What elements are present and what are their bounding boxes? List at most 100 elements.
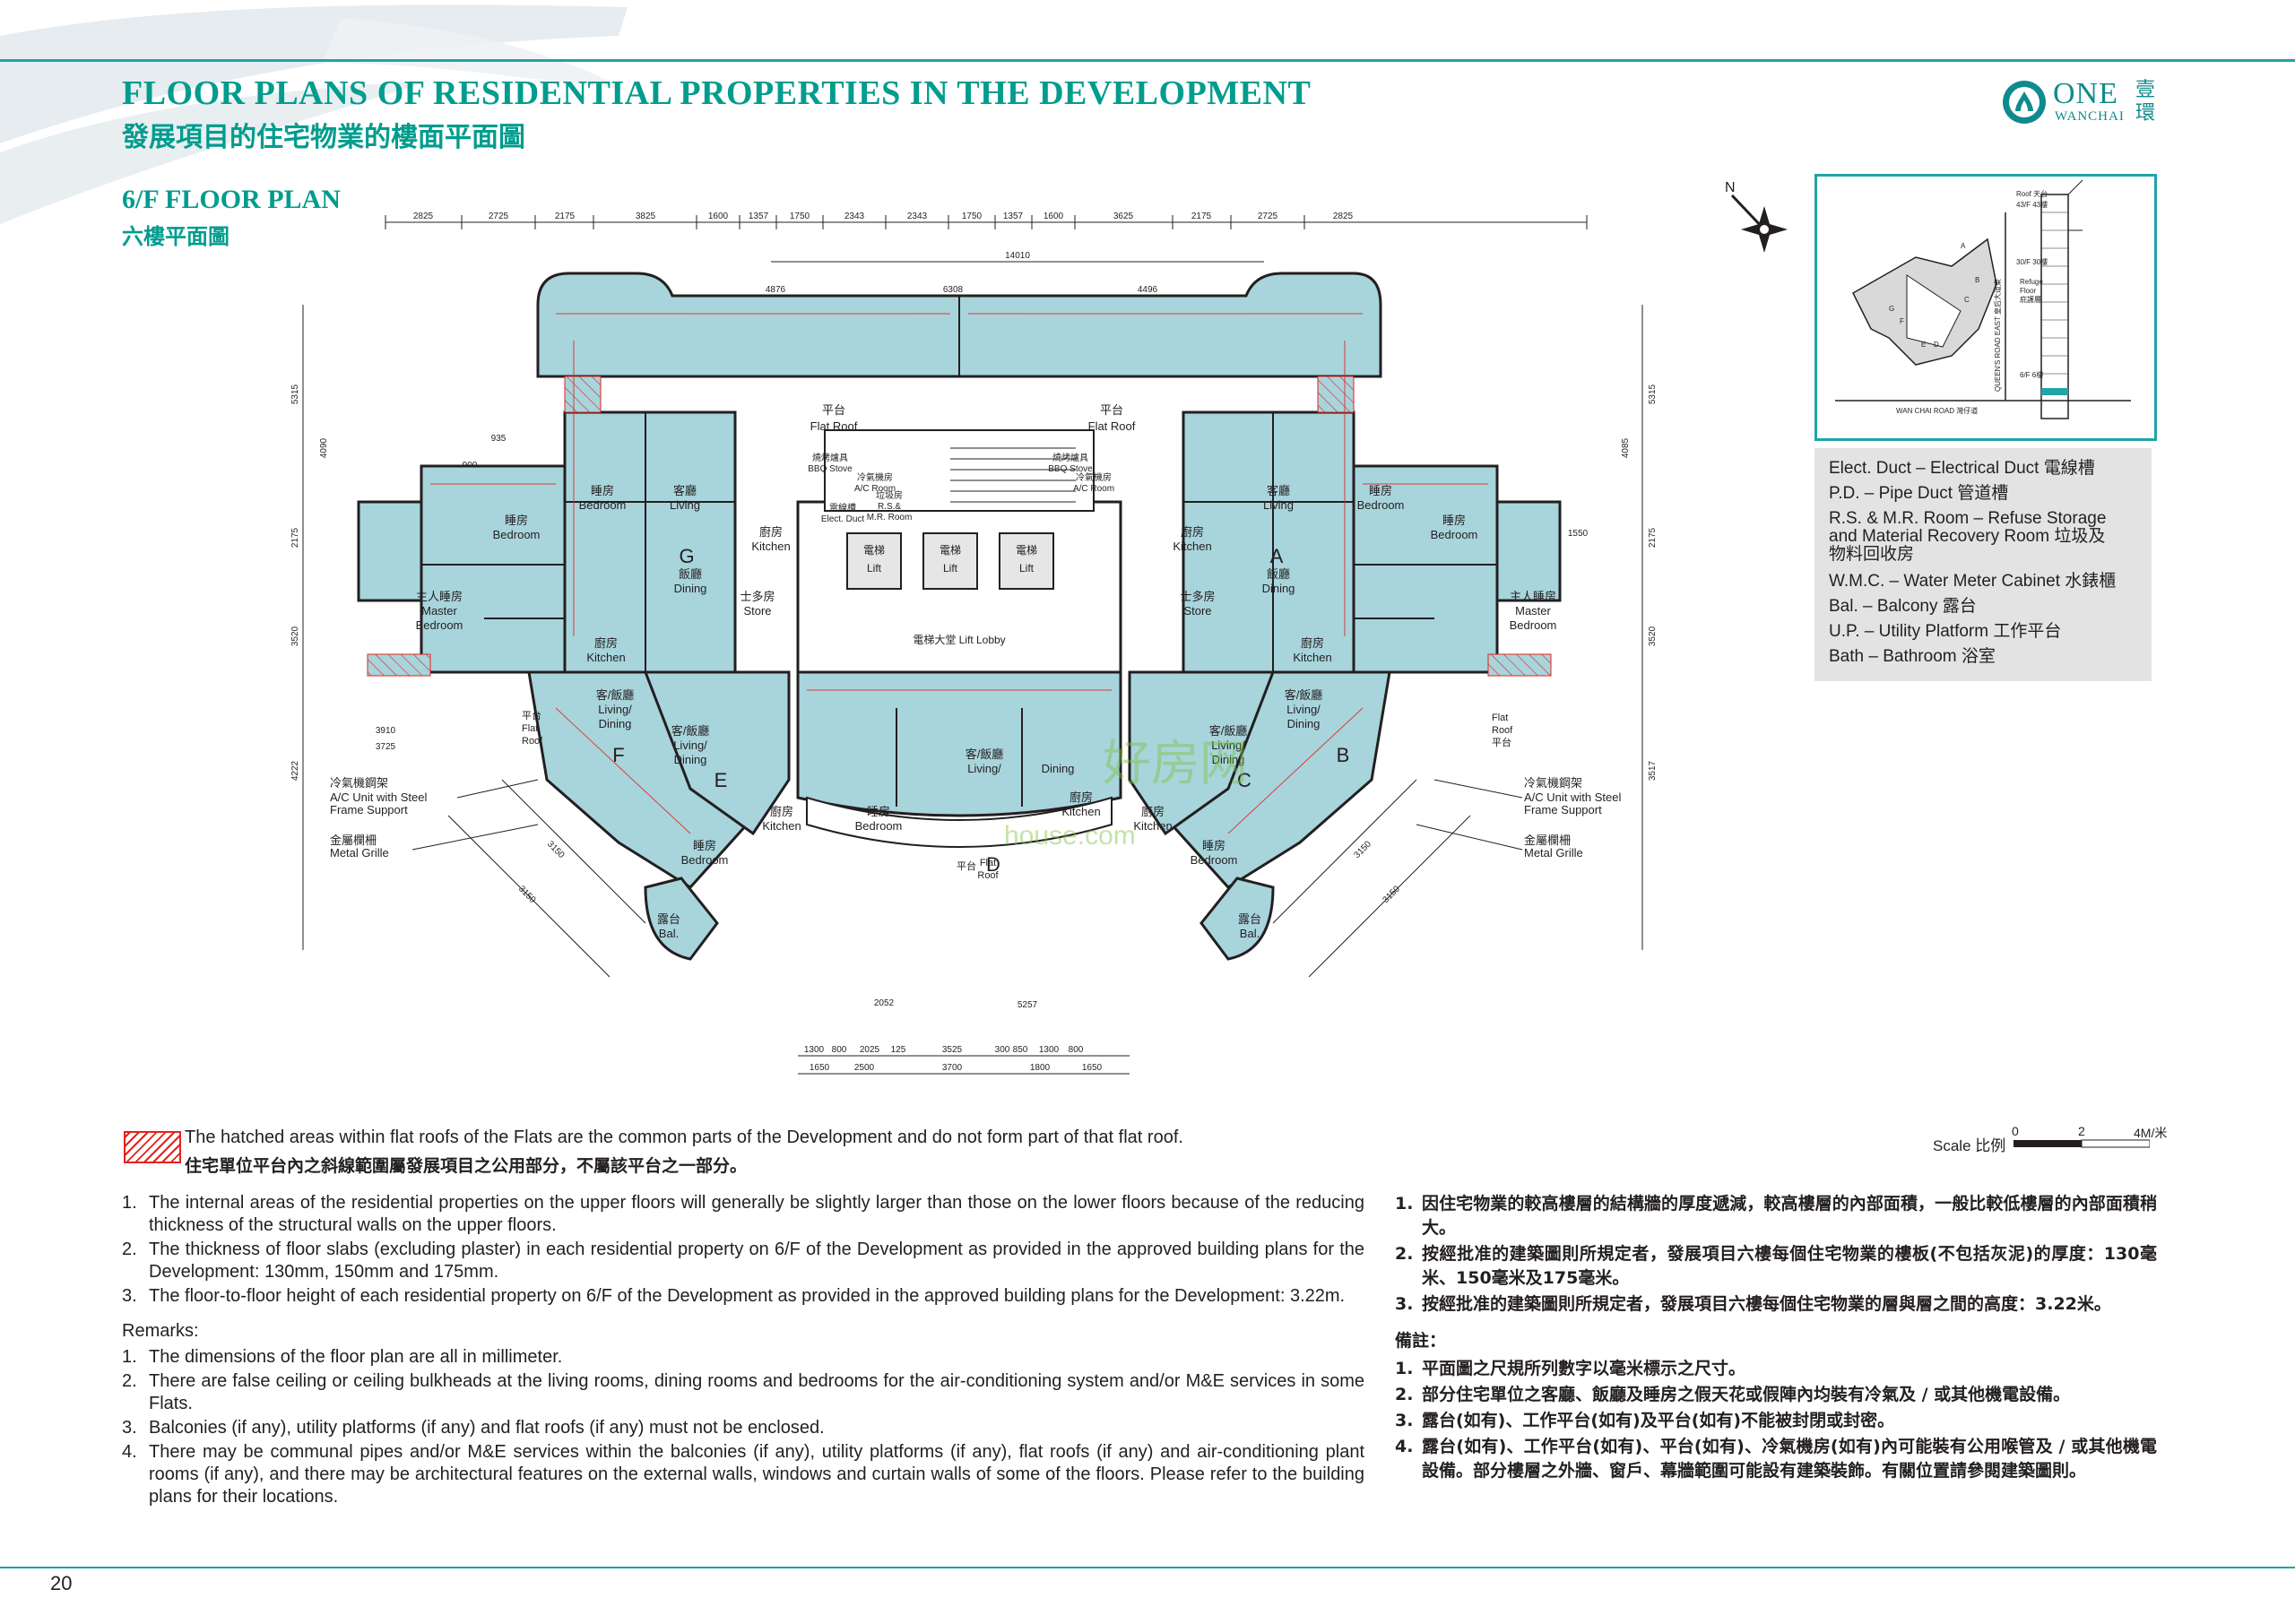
dim-bottom-5: 3525 (942, 1045, 963, 1055)
ac-support-left-en1: A/C Unit with Steel (330, 790, 427, 804)
building-outline (357, 272, 1562, 978)
flat-a-dining-zh: 飯廳 (1267, 567, 1290, 581)
flat-a-living-zh: 客廳 (1267, 484, 1290, 497)
flat-g-living-en: Living (670, 498, 700, 512)
bbq-right-en: BBQ Stove (1048, 464, 1093, 474)
grille-left-zh: 金屬欄柵 (330, 834, 377, 847)
flat-g-bedroom-en: Bedroom (579, 498, 627, 512)
note-en-1: 1.The internal areas of the residential … (122, 1193, 1364, 1235)
flat-c-bedroom-zh: 睡房 (1202, 839, 1225, 852)
scale-tick-4: 4M/米 (2134, 1126, 2168, 1140)
dim-top-12: 1600 (1044, 212, 1064, 221)
north-label: N (1725, 180, 1736, 195)
dim-diag-3: 3150 (1352, 839, 1373, 860)
flat-roof-left-en: Flat Roof (810, 419, 858, 433)
flat-d-kitchen-en: Kitchen (1061, 805, 1100, 818)
dim-bottom-10: 1650 (810, 1063, 830, 1073)
flat-g-dining-zh: 飯廳 (679, 567, 702, 581)
flat-roof-small-right-zh: 平台 (1492, 736, 1511, 748)
ac-room-left-zh: 冷氣機房 (857, 471, 893, 483)
flat-a-kitchen-en: Kitchen (1173, 540, 1211, 553)
bbq-right-zh: 燒烤爐具 (1052, 452, 1088, 463)
watermark-url: house.com (1004, 821, 1136, 851)
dim-second-3: 6308 (943, 285, 964, 295)
flat-c-livdin-en1: Living/ (1211, 739, 1245, 752)
ac-support-right-en1: A/C Unit with Steel (1524, 790, 1621, 804)
scale-tick-2: 2 (2078, 1124, 2085, 1138)
remark-en-2: 2.There are false ceiling or ceiling bul… (122, 1371, 1364, 1413)
flat-roof-small-left-zh: 平台 (522, 709, 541, 721)
dim-top-2: 2725 (489, 212, 509, 221)
note-zh-3: 3.按經批准的建築圖則所規定者，發展項目六樓每個住宅物業的層與層之間的高度：3.… (1395, 1294, 2111, 1314)
flat-e-kitchen-zh: 廚房 (770, 805, 793, 818)
dim-left-small-4: 3725 (376, 742, 396, 752)
key-plan: Roof 天台 43/F 43樓 30/F 30樓 Refuge Floor 庇… (1814, 174, 2157, 441)
dim-left-small-6: 935 (491, 434, 507, 444)
key-plan-drawing: Roof 天台 43/F 43樓 30/F 30樓 Refuge Floor 庇… (1835, 179, 2131, 419)
dim-bottom-1: 1300 (804, 1045, 825, 1055)
flat-a-store-en: Store (1183, 604, 1211, 618)
flat-letter-c: C (1237, 769, 1251, 791)
one-wanchai-logo: ONE WANCHAI 壹環 (1999, 75, 2169, 129)
flat-f-kitchen-zh: 廚房 (594, 636, 618, 650)
lift-lobby-label: 電梯大堂 Lift Lobby (913, 634, 1005, 646)
flat-roof-right-zh: 平台 (1100, 403, 1123, 417)
dim-left-2: 4090 (319, 437, 329, 458)
section-title: 6/F FLOOR PLAN (122, 185, 341, 214)
dim-right-small-2: 1550 (1568, 529, 1589, 539)
flat-b-livdin-en2: Dining (1287, 717, 1321, 730)
flat-g-master-zh: 主人睡房 (416, 590, 463, 603)
dim-second-2: 4876 (766, 285, 786, 295)
watermark-text: 好房网 (1103, 737, 1248, 790)
dim-top-3: 2175 (555, 212, 576, 221)
dim-bottom-mid-2: 5257 (1018, 1000, 1038, 1010)
top-dimension-chain (385, 215, 1588, 229)
header-rule (0, 59, 2295, 62)
ac-support-left-zh: 冷氣機鋼架 (330, 776, 388, 790)
key-road-bottom: WAN CHAI ROAD 灣仔道 (1896, 406, 1978, 415)
flat-letter-d: D (986, 853, 1000, 876)
flat-d-bedroom-en: Bedroom (855, 819, 903, 833)
legend-item-utility-platform: U.P. – Utility Platform 工作平台 (1829, 622, 2062, 641)
dim-right-2: 4085 (1621, 437, 1631, 458)
dim-overall: 14010 (1005, 251, 1030, 261)
flat-b-livdin-en1: Living/ (1286, 703, 1321, 716)
flat-letter-g: G (679, 545, 694, 567)
note-zh-2: 2.按經批准的建築圖則所規定者，發展項目六樓每個住宅物業的樓板(不包括灰泥)的厚… (1395, 1244, 2157, 1288)
flat-roof-small-left-en1: Flat (522, 723, 538, 734)
key-letter-g: G (1889, 305, 1894, 313)
bbq-left-en: BBQ Stove (808, 464, 853, 474)
flat-a-master-zh: 主人睡房 (1510, 590, 1556, 603)
flat-c-livdin-en2: Dining (1212, 753, 1245, 766)
scale-label: Scale 比例 (1933, 1137, 2006, 1154)
flat-c-kitchen-en: Kitchen (1133, 819, 1172, 833)
dim-bottom-13: 1800 (1030, 1063, 1051, 1073)
elect-duct-en: Elect. Duct (821, 514, 865, 524)
key-letter-d: D (1934, 341, 1939, 349)
legend-item-refuse-1: R.S. & M.R. Room – Refuse Storage (1829, 509, 2107, 528)
abbreviation-legend: Elect. Duct – Electrical Duct 電線槽 P.D. –… (1814, 448, 2152, 681)
dim-bottom-8: 1300 (1039, 1045, 1060, 1055)
ac-room-left-en: A/C Room (854, 484, 896, 494)
dim-diag-1: 3150 (545, 839, 567, 860)
note-en-3: 3.The floor-to-floor height of each resi… (122, 1286, 1346, 1306)
dim-top-10: 1750 (962, 212, 983, 221)
key-refuge-1: Refuge (2020, 278, 2043, 286)
side-dimension-lines (302, 305, 1643, 950)
dim-bottom-12: 3700 (942, 1063, 963, 1073)
balcony-right-en: Bal. (1240, 927, 1260, 940)
flat-a-kitchen-zh: 廚房 (1181, 525, 1204, 539)
dim-top-1: 2825 (413, 212, 434, 221)
dim-bottom-4: 125 (891, 1045, 906, 1055)
logo-word-one: ONE (2053, 77, 2118, 110)
flat-e-bedroom-zh: 睡房 (693, 839, 716, 852)
page-title: FLOOR PLANS OF RESIDENTIAL PROPERTIES IN… (122, 74, 1312, 112)
flat-f-livdin-zh: 客/飯廳 (596, 688, 635, 702)
flat-e-livdin-en2: Dining (674, 753, 707, 766)
dim-top-13: 3625 (1113, 212, 1134, 221)
ac-room-right-en: A/C Room (1073, 484, 1114, 494)
flat-g-bedroom2-en: Bedroom (493, 528, 541, 541)
flat-e-livdin-en1: Living/ (673, 739, 707, 752)
refuse-room-en-2: M.R. Room (867, 513, 913, 523)
flat-roof-small-right-en2: Roof (1492, 725, 1513, 736)
